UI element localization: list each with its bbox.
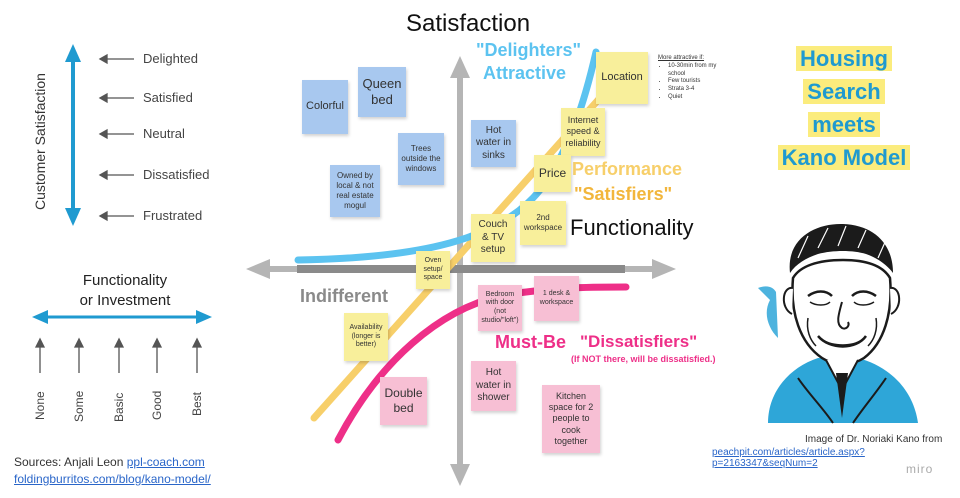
performance-label: Performance: [572, 159, 683, 179]
delighters-label: "Delighters": [476, 40, 582, 60]
attractive-label: Attractive: [483, 63, 567, 83]
note-trees[interactable]: Trees outside the windows: [398, 133, 444, 185]
note-location[interactable]: Location: [596, 52, 648, 104]
headline-line2-text: Search: [803, 79, 885, 104]
satisfaction-scale-arrow: [65, 44, 81, 226]
note-second-workspace[interactable]: 2nd workspace: [520, 201, 566, 245]
location-annotation-item: Few tourists: [668, 78, 726, 86]
source-link-ppl-coach[interactable]: ppl-coach.com: [126, 455, 205, 469]
headline-line1: Housing: [788, 46, 900, 72]
source-link-folding-burritos[interactable]: foldingburritos.com/blog/kano-model/: [14, 472, 211, 486]
kano-portrait-icon: [758, 223, 918, 424]
level-frustrated: Frustrated: [143, 208, 203, 223]
note-queen-bed[interactable]: Queen bed: [358, 67, 406, 117]
note-internet[interactable]: Internet speed & reliability: [561, 108, 605, 156]
functionality-scale-arrow: [32, 310, 212, 324]
functionality-axis-label: Functionality: [570, 215, 694, 240]
functionality-title-line1: Functionality: [82, 272, 168, 289]
satisfiers-label: "Satisfiers": [574, 184, 673, 204]
headline-line3: meets: [788, 112, 900, 138]
indifferent-label: Indifferent: [300, 286, 388, 306]
sources-label: Sources: Anjali Leon: [14, 455, 124, 469]
functionality-level-arrows: [34, 337, 203, 373]
left-scale-graphics: [32, 44, 212, 373]
functionality-axis: [246, 259, 676, 279]
dissatisfiers-label: "Dissatisfiers": [580, 332, 698, 351]
functionality-title-line2: or Investment: [79, 291, 171, 309]
level-dissatisfied: Dissatisfied: [143, 167, 210, 182]
note-hot-water-sinks[interactable]: Hot water in sinks: [471, 120, 516, 167]
note-owned-local[interactable]: Owned by local & not real estate mogul: [330, 165, 380, 217]
note-bedroom-door[interactable]: Bedroom with door (not studio/"loft"): [478, 285, 522, 331]
level-satisfied: Satisfied: [143, 90, 193, 105]
headline-line4-text: Kano Model: [777, 145, 911, 170]
level-neutral: Neutral: [143, 126, 185, 141]
image-caption: Image of Dr. Noriaki Kano from: [805, 434, 943, 445]
location-annotation-list: 10-30min from my school Few tourists Str…: [658, 63, 726, 102]
level-delighted: Delighted: [143, 51, 198, 66]
sources-line: Sources: Anjali Leon ppl-coach.com: [14, 455, 205, 469]
mustbe-label: Must-Be: [495, 332, 566, 352]
headline-line2: Search: [788, 79, 900, 105]
level-pointer-arrows: [98, 53, 134, 222]
note-availability[interactable]: Availability (longer is better): [344, 313, 388, 361]
note-hot-water-shower[interactable]: Hot water in shower: [471, 361, 516, 411]
note-price[interactable]: Price: [534, 155, 571, 192]
note-couch-tv[interactable]: Couch & TV setup: [471, 214, 515, 262]
note-one-desk[interactable]: 1 desk & workspace: [534, 276, 579, 321]
location-annotation-heading: More attractive if:: [658, 55, 705, 61]
delighters-curve: [294, 48, 600, 264]
image-source-link[interactable]: peachpit.com/articles/article.aspx?p=216…: [712, 447, 865, 469]
location-annotation-item: Quiet: [668, 94, 726, 102]
location-annotation-item: Strata 3-4: [668, 86, 726, 94]
note-colorful[interactable]: Colorful: [302, 80, 348, 134]
functionality-title: Functionality or Investment: [60, 271, 190, 310]
headline-line1-text: Housing: [796, 46, 892, 71]
headline-line4: Kano Model: [763, 145, 925, 171]
note-kitchen-space[interactable]: Kitchen space for 2 people to cook toget…: [542, 385, 600, 453]
miro-brand: miro: [906, 462, 934, 476]
note-oven[interactable]: Oven setup/ space: [416, 251, 450, 289]
mustbe-note: (If NOT there, will be dissatisfied.): [571, 354, 716, 364]
headline-line3-text: meets: [808, 112, 880, 137]
location-annotation: More attractive if: 10-30min from my sch…: [658, 55, 726, 102]
location-annotation-item: 10-30min from my school: [668, 63, 726, 79]
note-double-bed[interactable]: Double bed: [380, 377, 427, 425]
chart-title: Satisfaction: [406, 10, 531, 37]
